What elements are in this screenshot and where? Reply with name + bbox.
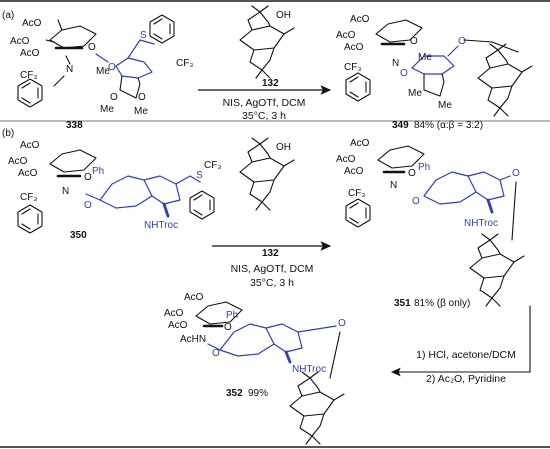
acetyl-oxy-label: AcO: [344, 166, 364, 177]
acetyl-oxy-label: AcO: [350, 138, 370, 149]
conditions-acetylation: 2) Ac₂O, Pyridine: [426, 373, 506, 385]
phenyl-label: Ph: [418, 162, 430, 173]
compound-338: AcO AcO AcO O CF₃ N 338 O Me S CF₃ O O M…: [10, 14, 193, 131]
conditions-reagents: NIS, AgOTf, DCM: [223, 97, 306, 109]
acetyl-oxy-label: AcO: [20, 48, 40, 59]
panel-b-label: (b): [2, 128, 14, 139]
arrow-step3: [390, 305, 531, 377]
achn-label: AcHN: [180, 334, 206, 345]
conditions-temperature-time: 35°C, 3 h: [242, 110, 286, 122]
nhtroc-label: NHTroc: [292, 364, 326, 375]
acceptor-label: 132: [262, 248, 279, 259]
panel-a-label: (a): [2, 10, 14, 21]
glycosidic-o-label: O: [108, 62, 116, 73]
acceptor-132-a: OH 132: [239, 5, 295, 89]
hydroxyl-label: OH: [276, 10, 291, 21]
acceptor-132-b: OH 132: [239, 137, 295, 259]
acetyl-oxy-label: AcO: [18, 168, 38, 179]
acetyl-oxy-label: AcO: [22, 18, 42, 29]
acetyl-oxy-label: AcO: [8, 156, 28, 167]
compound-351: AcO AcO AcO O CF₃ N Ph O O NHTroc 351 81…: [336, 138, 525, 309]
imine-n-label: N: [392, 58, 399, 69]
compound-352-label: 352: [226, 388, 243, 399]
phenyl-label: Ph: [92, 166, 104, 177]
acetyl-oxy-label: AcO: [344, 42, 364, 53]
methyl-label: Me: [96, 66, 110, 77]
compound-349: AcO AcO AcO O CF₃ N O Me O Me Me 349 84%…: [336, 14, 533, 131]
compound-338-label: 338: [66, 120, 83, 131]
glycosidic-o-label: O: [412, 196, 420, 207]
conditions-deprotection: 1) HCl, acetone/DCM: [416, 349, 516, 361]
compound-352: AcO AcO AcO O AcHN Ph O O NHTroc 352 99%: [164, 292, 346, 445]
conditions-temperature-time: 35°C, 3 h: [250, 277, 294, 289]
imine-n-label: N: [62, 186, 69, 197]
glycosidic-o-label: O: [84, 200, 92, 211]
imine-n-label: N: [390, 180, 397, 191]
yield-349: 84% (α:β = 3:2): [414, 120, 483, 131]
ring-oxygen-label: O: [408, 168, 416, 179]
yield-352: 99%: [248, 388, 268, 399]
cf3-label: CF₃: [20, 70, 37, 81]
acetyl-oxy-label: AcO: [10, 36, 30, 47]
compound-351-label: 351: [394, 298, 411, 309]
acetyl-oxy-label: AcO: [184, 292, 204, 303]
o-label: O: [110, 92, 118, 103]
o-label: O: [138, 92, 146, 103]
compound-350-label: 350: [70, 230, 87, 241]
glycosidic-o-label: O: [212, 348, 220, 359]
phenyl-label: Ph: [226, 310, 238, 321]
cf3-label: CF₃: [176, 58, 193, 69]
acetyl-oxy-label: AcO: [20, 140, 40, 151]
compound-349-label: 349: [392, 120, 409, 131]
glycosidic-o-label: O: [400, 68, 408, 79]
acetyl-oxy-label: AcO: [336, 30, 356, 41]
thio-s-label: S: [140, 30, 147, 41]
hydroxyl-label: OH: [276, 142, 291, 153]
cf3-label: CF₃: [204, 160, 221, 171]
methyl-label: Me: [418, 52, 432, 63]
yield-351: 81% (β only): [414, 298, 470, 309]
linker-o-label: O: [338, 318, 346, 329]
compound-350: AcO AcO AcO O CF₃ N 350 Ph O S CF₃ NHTro…: [8, 140, 221, 241]
cf3-label: CF₃: [344, 62, 361, 73]
methyl-label: Me: [438, 100, 452, 111]
cf3-label: CF₃: [348, 188, 365, 199]
ring-oxygen-label: O: [84, 172, 92, 183]
methyl-label: Me: [134, 106, 148, 117]
thio-s-label: S: [196, 170, 203, 181]
conditions-reagents: NIS, AgOTf, DCM: [231, 263, 314, 275]
cf3-label: CF₃: [20, 192, 37, 203]
ring-oxygen-label: O: [224, 322, 232, 333]
acetyl-oxy-label: AcO: [164, 308, 184, 319]
methyl-label: Me: [100, 104, 114, 115]
acetyl-oxy-label: AcO: [350, 14, 370, 25]
nhtroc-label: NHTroc: [464, 218, 498, 229]
nhtroc-label: NHTroc: [144, 220, 178, 231]
ring-oxygen-label: O: [88, 42, 96, 53]
acceptor-label: 132: [262, 78, 279, 89]
acetyl-oxy-label: AcO: [168, 320, 188, 331]
ring-oxygen-label: O: [410, 36, 418, 47]
linker-o-label: O: [458, 36, 466, 47]
imine-n-label: N: [66, 64, 73, 75]
linker-o-label: O: [512, 168, 520, 179]
acetyl-oxy-label: AcO: [336, 154, 356, 165]
methyl-label: Me: [408, 88, 422, 99]
